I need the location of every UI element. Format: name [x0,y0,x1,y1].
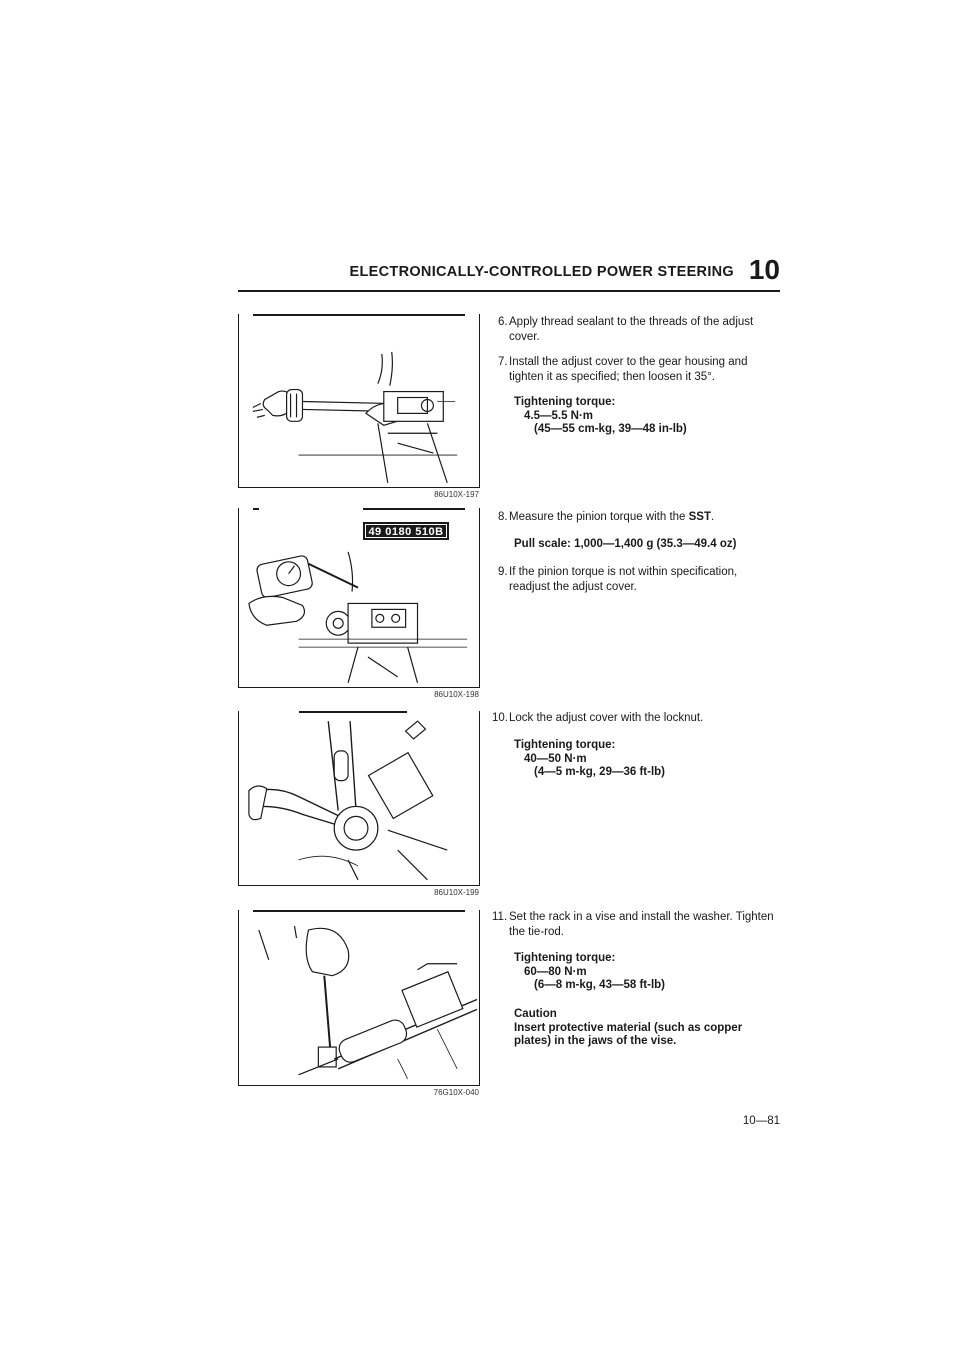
step-number: 11. [492,911,508,923]
sst-number-badge: 49 0180 510B [363,522,449,540]
spec-value: 4.5—5.5 N·m [524,409,594,422]
step-text: If the pinion torque is not within speci… [509,566,738,593]
step-9: 9. If the pinion torque is not within sp… [498,565,780,594]
spec-value: 40—50 N·m [524,752,587,765]
section-title: ELECTRONICALLY-CONTROLLED POWER STEERING [349,264,734,280]
header-rule [238,290,780,292]
pull-scale-spec: Pull scale: 1,000—1,400 g (35.3—49.4 oz) [514,538,736,552]
sst-reference: SST [688,511,712,523]
step-text: Apply thread sealant to the threads of t… [509,316,754,343]
step-text: Install the adjust cover to the gear hou… [509,356,748,383]
pull-scale-value: Pull scale: 1,000—1,400 g (35.3—49.4 oz) [514,538,737,550]
caution-text: Insert protective material (such as copp… [514,1021,743,1048]
caution-note: Caution Insert protective material (such… [514,1008,780,1049]
step-6: 6. Apply thread sealant to the threads o… [498,315,780,344]
page-number: 10—81 [742,1115,780,1127]
step-number: 10. [492,712,508,724]
caution-label: Caution [514,1008,557,1020]
figure-code: 86U10X-198 [434,690,479,699]
pull-scale-illustration [248,551,468,683]
step-number: 6. [498,316,508,328]
spec-value: 60—80 N·m [524,965,587,978]
figure-pull-scale: 49 0180 510B 86U10X-198 [238,508,480,699]
spec-label: Tightening torque: [514,739,616,751]
torque-wrench-illustration [252,351,458,484]
figure-code: 86U10X-199 [434,888,479,897]
section-number: 10 [748,254,780,285]
spec-alt-units: (6—8 m-kg, 43—58 ft-lb) [534,979,665,991]
step-number: 7. [498,356,508,368]
step-text: Lock the adjust cover with the locknut. [509,712,704,724]
tightening-torque-spec-1: Tightening torque: 4.5—5.5 N·m (45—55 cm… [514,396,687,437]
step-text: Set the rack in a vise and install the w… [509,911,774,938]
locknut-wrench-illustration [248,720,448,881]
tightening-torque-spec-2: Tightening torque: 40—50 N·m (4—5 m-kg, … [514,739,665,780]
tie-rod-illustration [258,925,478,1079]
spec-alt-units: (45—55 cm-kg, 39—48 in-lb) [534,423,687,435]
step-8: 8. Measure the pinion torque with the SS… [498,510,780,525]
step-number: 9. [498,566,508,578]
spec-alt-units: (4—5 m-kg, 29—36 ft-lb) [534,766,665,778]
page-header: ELECTRONICALLY-CONTROLLED POWER STEERING… [238,256,780,292]
spec-label: Tightening torque: [514,952,616,964]
figure-code: 86U10X-197 [434,490,479,499]
step-text: Measure the pinion torque with the SST. [509,511,715,523]
step-7: 7. Install the adjust cover to the gear … [498,355,780,384]
figure-tie-rod: 76G10X-040 [238,910,480,1097]
figure-code: 76G10X-040 [433,1088,479,1097]
step-number: 8. [498,511,508,523]
figure-locknut-wrench: 86U10X-199 [238,711,480,897]
step-11: 11. Set the rack in a vise and install t… [492,910,780,939]
step-10: 10. Lock the adjust cover with the lockn… [492,711,780,726]
tightening-torque-spec-3: Tightening torque: 60—80 N·m (6—8 m-kg, … [514,952,665,993]
figure-torque-wrench: 86U10X-197 [238,314,480,499]
spec-label: Tightening torque: [514,396,616,408]
